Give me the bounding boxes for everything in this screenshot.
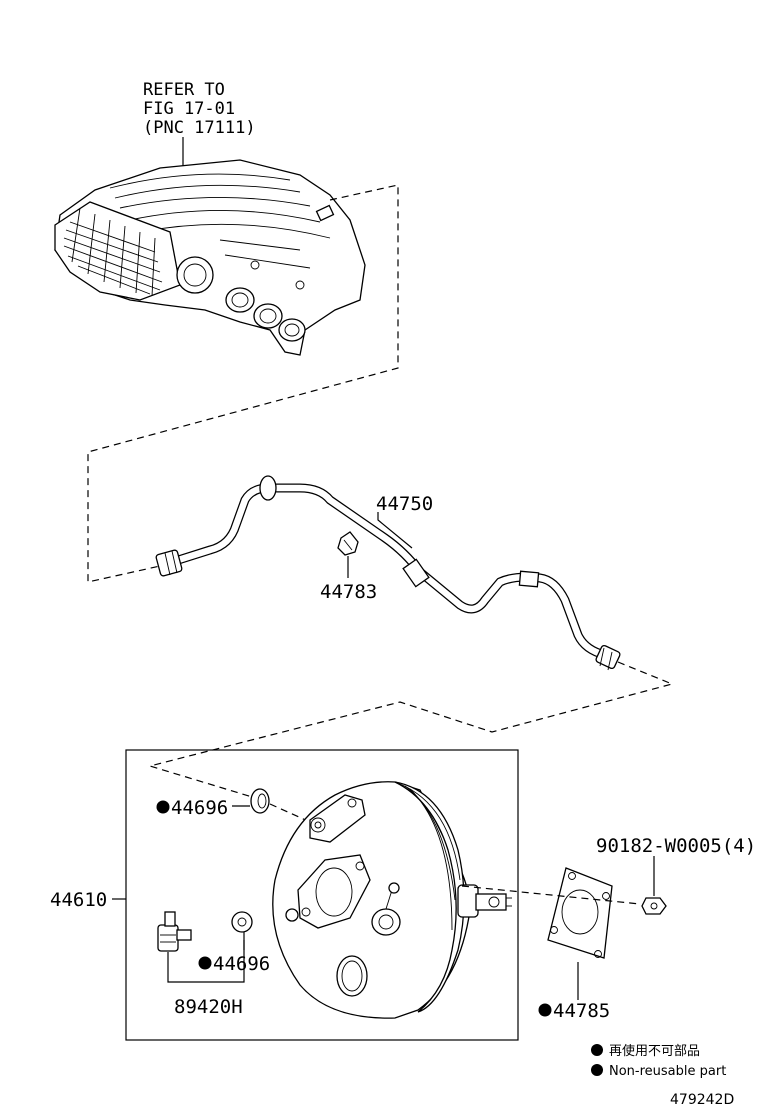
throttle-fins	[63, 207, 163, 297]
clip-part-number: 44783	[320, 581, 377, 603]
reference-line-3: (PNC 17111)	[143, 118, 256, 138]
vacuum-check-valve	[157, 911, 192, 952]
hose-part-number: 44750	[376, 493, 433, 515]
vacuum-hose	[155, 475, 621, 671]
booster-assembly-frame	[125, 749, 519, 1041]
grommet-bottom-part	[231, 911, 253, 933]
nut-part-number: 90182-W0005(4)	[596, 835, 756, 857]
grommet-top-part-number: 44696	[171, 797, 228, 819]
valve-part-number: 89420H	[174, 996, 243, 1018]
diagram-code: 479242D	[670, 1092, 734, 1108]
hose-leader	[377, 512, 413, 549]
hose-booster-dash	[147, 661, 674, 801]
legend-marker-jp	[591, 1044, 603, 1056]
legend-marker-en	[591, 1064, 603, 1076]
non-reusable-marker-gasket	[538, 1003, 552, 1017]
gasket-part-number: 44785	[553, 1000, 610, 1022]
brake-booster-illustration	[272, 781, 512, 1019]
legend-en: Non-reusable part	[609, 1064, 726, 1079]
legend-jp: 再使用不可部品	[609, 1043, 700, 1059]
reference-line-1: REFER TO	[143, 80, 225, 100]
hose-clip	[337, 531, 359, 578]
nut-alignment-dash	[461, 885, 641, 905]
gasket-part	[547, 867, 613, 959]
grommet-top-part	[250, 788, 270, 814]
grommet-bottom-part-number: 44696	[213, 953, 270, 975]
valve-bracket-leader	[167, 940, 245, 983]
intake-manifold-illustration	[54, 137, 366, 356]
non-reusable-marker-top	[156, 800, 170, 814]
grommet-top-dash	[269, 803, 311, 823]
manifold-connection-dash	[87, 184, 399, 583]
booster-part-number: 44610	[50, 889, 107, 911]
nut-part	[641, 897, 667, 915]
reference-line-2: FIG 17-01	[143, 99, 235, 119]
non-reusable-marker-bottom	[198, 956, 212, 970]
